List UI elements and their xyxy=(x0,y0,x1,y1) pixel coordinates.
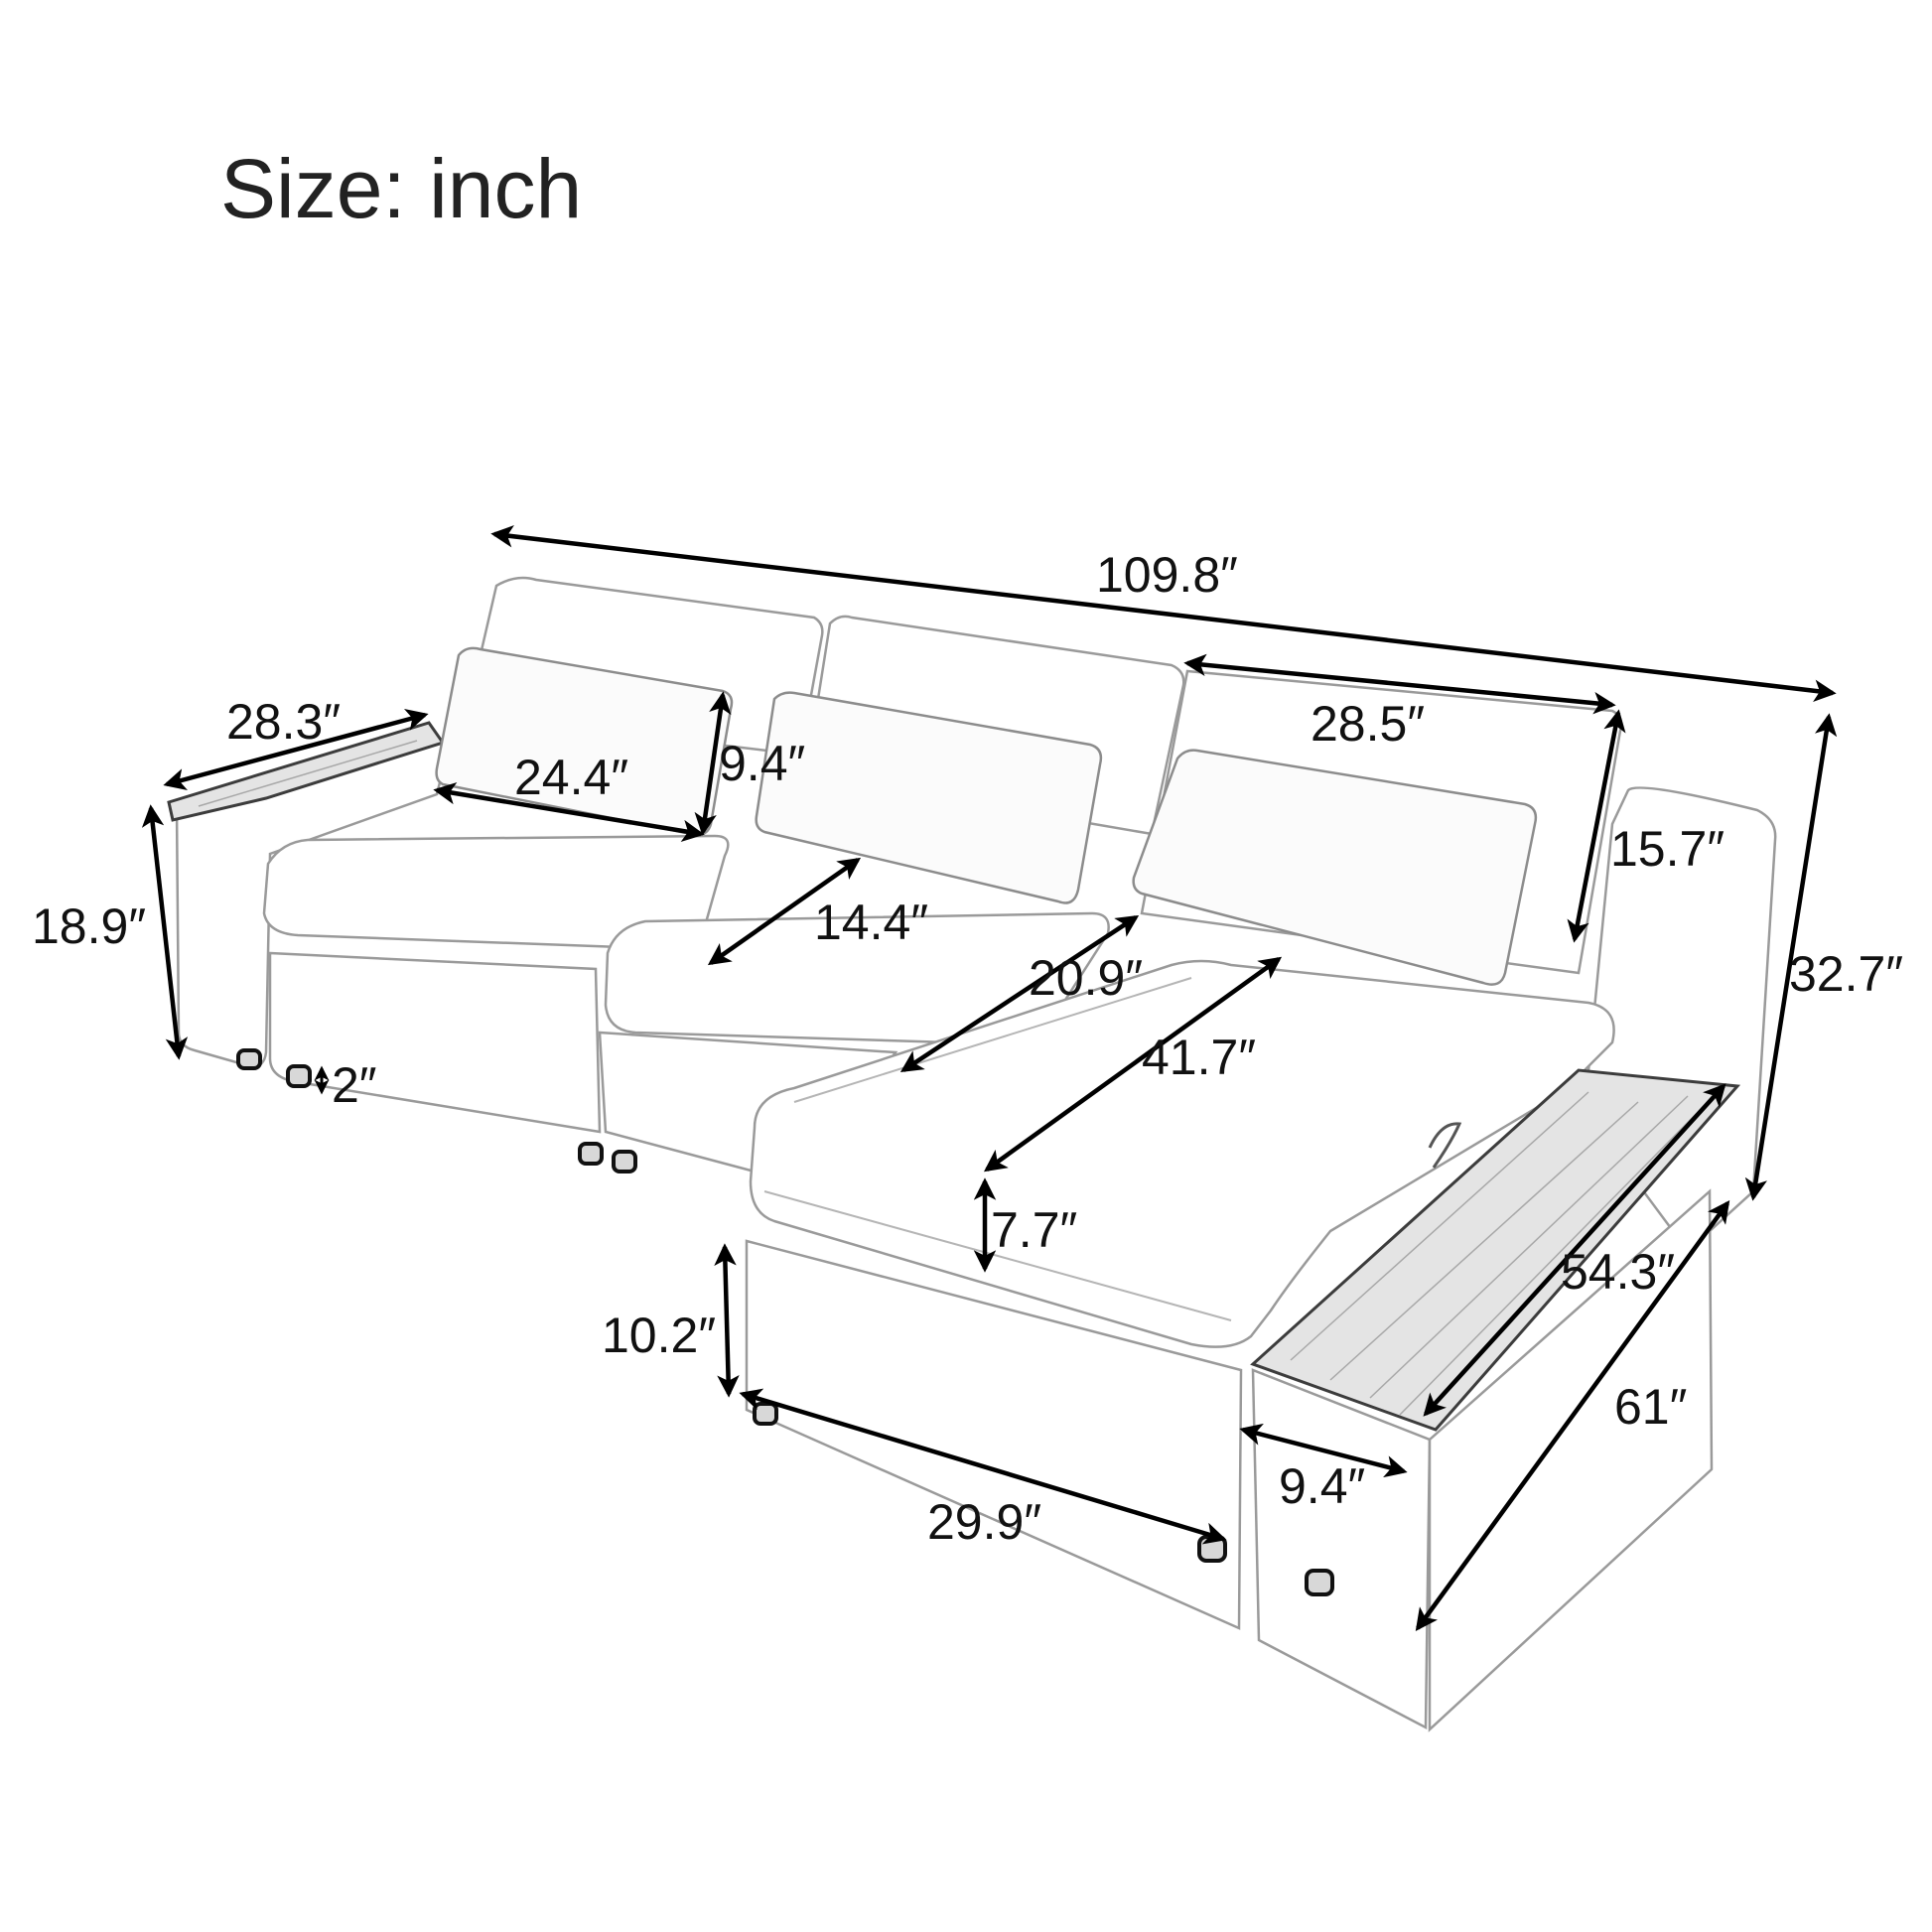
dim-seat-depth: 14.4″ xyxy=(814,895,929,950)
chaise-arm xyxy=(1251,1368,1432,1730)
leg xyxy=(1305,1569,1334,1596)
dimension-lines xyxy=(141,525,1838,1632)
leg xyxy=(612,1150,637,1173)
dim-back-cushion-height: 15.7″ xyxy=(1610,821,1725,877)
dim-leg-height: 2″ xyxy=(332,1057,377,1113)
dim-base-height: 10.2″ xyxy=(602,1308,717,1363)
dim-overall-depth: 61″ xyxy=(1614,1379,1688,1435)
seat-base-left xyxy=(268,951,602,1134)
dim-chaise-cushion-thickness: 7.7″ xyxy=(991,1202,1078,1258)
leg xyxy=(753,1402,778,1426)
dim-chaise-width: 29.9″ xyxy=(927,1494,1042,1550)
dim-pillow-height: 9.4″ xyxy=(719,736,806,791)
page-title: Size: inch xyxy=(220,142,583,235)
leg xyxy=(286,1064,312,1088)
dim-overall-height: 32.7″ xyxy=(1789,946,1904,1002)
dim-back-cushion-width: 28.5″ xyxy=(1311,696,1426,752)
leg xyxy=(578,1142,604,1166)
throw-pillow-right xyxy=(1132,749,1538,986)
dim-armrest-depth: 28.3″ xyxy=(226,694,342,750)
dim-pillow-width: 24.4″ xyxy=(514,750,629,805)
dim-arm-height: 18.9″ xyxy=(32,898,147,954)
dim-chaise-cushion-length: 41.7″ xyxy=(1142,1030,1257,1085)
dim-chaise-arm-top-length: 54.3″ xyxy=(1561,1244,1676,1300)
dim-overall-length: 109.8″ xyxy=(1096,547,1238,603)
dim-chaise-arm-width: 9.4″ xyxy=(1279,1458,1366,1514)
leg xyxy=(236,1048,262,1070)
dim-seat-to-chaise-edge: 20.9″ xyxy=(1029,950,1144,1006)
sofa-illustration xyxy=(167,576,1777,1732)
